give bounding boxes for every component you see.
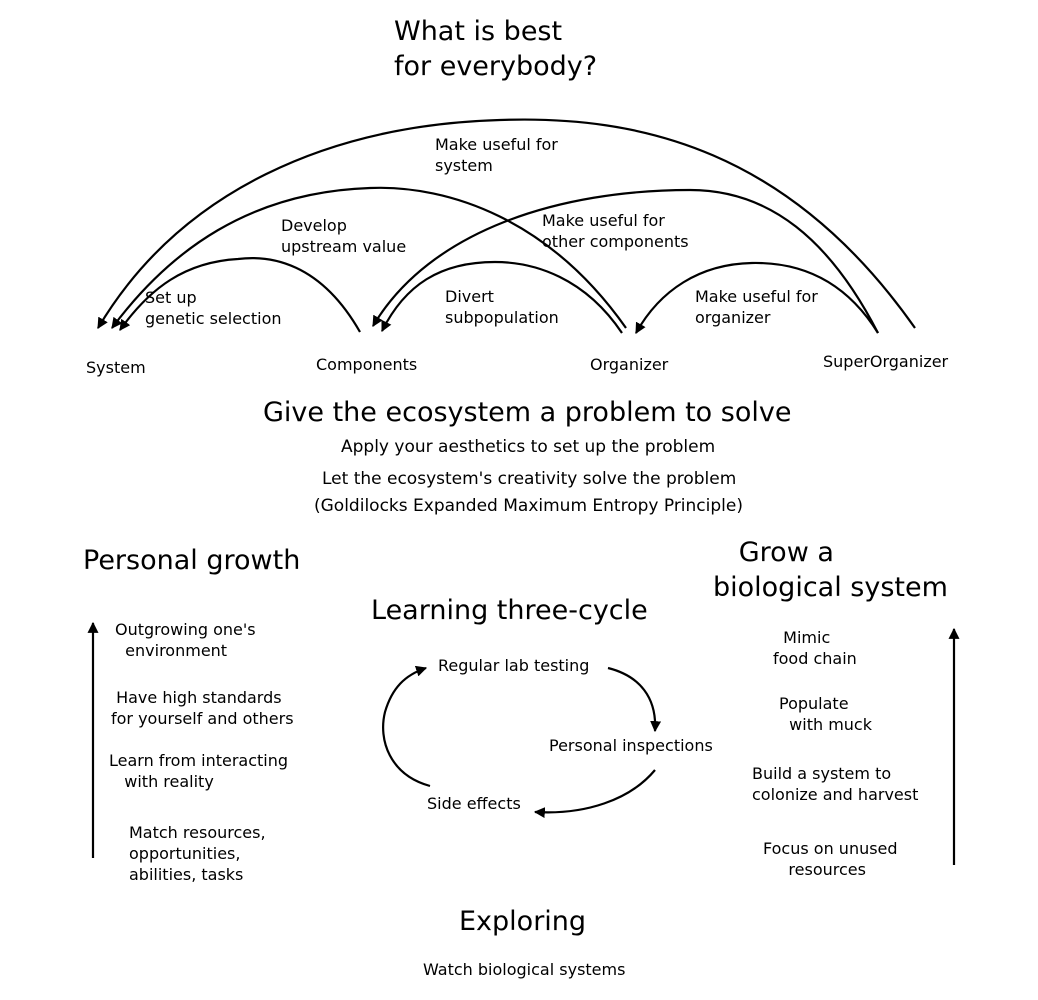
arc-superorganizer-to-components <box>372 188 879 334</box>
personal-growth-item: Outgrowing one's environment <box>115 620 256 660</box>
node-components: Components <box>316 355 418 374</box>
arc-superorganizer-to-organizer <box>635 261 879 334</box>
problem-line-1: Apply your aesthetics to set up the prob… <box>341 437 716 457</box>
personal-growth-item: Match resources, opportunities, abilitie… <box>129 823 266 884</box>
biological-system-item: Mimic food chain <box>773 628 857 668</box>
node-system: System <box>86 358 146 377</box>
biological-system-item: Focus on unused resources <box>763 839 898 879</box>
top-title: What is best for everybody? <box>394 16 598 82</box>
node-superorganizer: SuperOrganizer <box>823 352 949 371</box>
arc-label-develop-upstream: Develop upstream value <box>281 216 407 256</box>
cycle-step-lab-testing: Regular lab testing <box>438 656 590 675</box>
problem-line-2: Let the ecosystem's creativity solve the… <box>322 469 737 489</box>
learning-cycle-heading: Learning three-cycle <box>371 595 648 626</box>
arc-superorganizer-to-system <box>97 118 916 329</box>
problem-heading: Give the ecosystem a problem to solve <box>263 397 792 428</box>
problem-line-3: (Goldilocks Expanded Maximum Entropy Pri… <box>314 496 743 516</box>
arc-components-to-system <box>119 257 361 333</box>
personal-growth-heading: Personal growth <box>83 545 301 576</box>
cycle-arrow-inspections-to-side <box>533 769 656 819</box>
arc-label-divert-subpopulation: Divert subpopulation <box>445 287 559 327</box>
arc-organizer-to-system <box>111 186 627 329</box>
node-organizer: Organizer <box>590 355 669 374</box>
arc-organizer-to-components <box>381 260 623 334</box>
arc-label-make-useful-organizer: Make useful for organizer <box>695 287 818 327</box>
personal-growth-item: Have high standards for yourself and oth… <box>111 688 294 728</box>
biological-system-item: Populate with muck <box>779 694 872 734</box>
cycle-step-side-effects: Side effects <box>427 794 521 813</box>
cycle-arrow-lab-to-inspections <box>607 666 662 733</box>
arc-label-make-useful-system: Make useful for system <box>435 135 558 175</box>
exploring-heading: Exploring <box>459 906 587 937</box>
cycle-arrow-side-to-lab <box>382 665 431 788</box>
arc-label-set-up-genetic: Set up genetic selection <box>145 288 282 328</box>
biological-system-heading: Grow a biological system <box>713 537 948 603</box>
exploring-text: Watch biological systems <box>423 960 626 979</box>
personal-growth-item: Learn from interacting with reality <box>109 751 289 791</box>
arc-label-make-useful-components: Make useful for other components <box>542 211 689 251</box>
cycle-step-personal-inspections: Personal inspections <box>549 736 713 755</box>
biological-system-item: Build a system to colonize and harvest <box>752 764 919 804</box>
